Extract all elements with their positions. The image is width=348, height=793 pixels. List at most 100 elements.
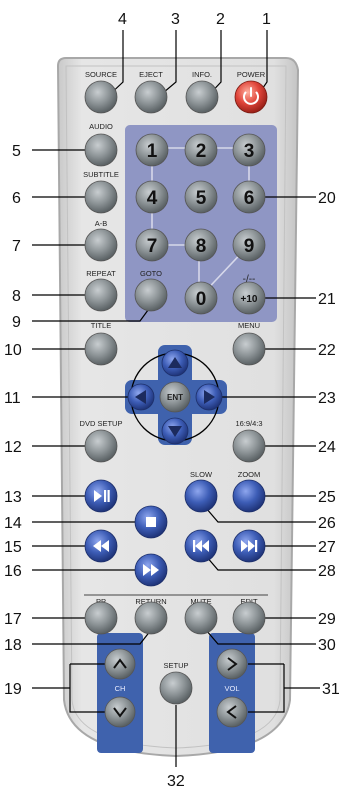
callout-11: 11	[4, 390, 21, 407]
digit-button-5[interactable]: 5	[185, 181, 217, 213]
subtitle-label: SUBTITLE	[83, 170, 119, 179]
nav-right-button[interactable]	[196, 384, 222, 410]
callout-10: 10	[4, 342, 22, 359]
callout-32: 32	[167, 773, 185, 790]
digit-button-0[interactable]: 0	[185, 282, 217, 314]
digit-button-1[interactable]: 1	[136, 134, 168, 166]
slow-label: SLOW	[190, 470, 213, 479]
slow-button[interactable]	[185, 480, 217, 512]
callout-30: 30	[318, 637, 336, 654]
digit-button-7[interactable]: 7	[136, 229, 168, 261]
callout-31: 31	[322, 681, 340, 698]
svg-text:5: 5	[196, 188, 207, 209]
callout-19: 19	[4, 681, 22, 698]
stop-button[interactable]	[135, 506, 167, 538]
aspect-label: 16:9/4:3	[235, 419, 262, 428]
callout-2: 2	[216, 11, 225, 28]
callout-6: 6	[12, 190, 21, 207]
volume-up-button[interactable]	[217, 649, 247, 679]
callout-13: 13	[4, 489, 22, 506]
eject-button[interactable]	[135, 81, 167, 113]
callout-29: 29	[318, 611, 336, 628]
zoom-button[interactable]	[233, 480, 265, 512]
goto-button[interactable]	[135, 279, 167, 311]
channel-down-button[interactable]	[105, 697, 135, 727]
aspect-button[interactable]	[233, 430, 265, 462]
rewind-button[interactable]	[85, 530, 117, 562]
dvd-setup-button[interactable]	[85, 430, 117, 462]
fast-forward-button[interactable]	[135, 554, 167, 586]
callout-24: 24	[318, 439, 336, 456]
ab-button[interactable]	[85, 229, 117, 261]
stop-icon	[146, 517, 156, 527]
repeat-button[interactable]	[85, 279, 117, 311]
title-label: TITLE	[91, 321, 111, 330]
callout-16: 16	[4, 563, 22, 580]
callout-14: 14	[4, 515, 22, 532]
callout-9: 9	[12, 314, 21, 331]
goto-label: GOTO	[140, 269, 162, 278]
info-button[interactable]	[186, 81, 218, 113]
svg-text:+10: +10	[241, 294, 258, 305]
edit-button[interactable]	[233, 602, 265, 634]
repeat-label: REPEAT	[86, 269, 116, 278]
source-button[interactable]	[85, 81, 117, 113]
dvd-setup-label: DVD SETUP	[80, 419, 123, 428]
callout-26: 26	[318, 515, 336, 532]
callout-12: 12	[4, 439, 22, 456]
setup-button[interactable]	[160, 672, 192, 704]
callout-3: 3	[171, 11, 180, 28]
svg-text:1: 1	[147, 141, 158, 162]
callout-1: 1	[262, 11, 271, 28]
callout-28: 28	[318, 563, 336, 580]
callout-22: 22	[318, 342, 336, 359]
digit-button-9[interactable]: 9	[233, 229, 265, 261]
svg-text:ENT: ENT	[167, 393, 183, 402]
enter-button[interactable]: ENT	[160, 382, 190, 412]
audio-button[interactable]	[85, 134, 117, 166]
digit-button-3[interactable]: 3	[233, 134, 265, 166]
callout-5: 5	[12, 143, 21, 160]
source-label: SOURCE	[85, 70, 117, 79]
nav-down-button[interactable]	[162, 418, 188, 444]
pp-button[interactable]	[85, 602, 117, 634]
nav-left-button[interactable]	[128, 384, 154, 410]
power-button[interactable]	[235, 81, 267, 113]
title-button[interactable]	[85, 333, 117, 365]
plus-ten-button[interactable]: +10	[233, 282, 265, 314]
vol-label: VOL	[224, 684, 239, 693]
digit-button-6[interactable]: 6	[233, 181, 265, 213]
svg-text:2: 2	[196, 141, 207, 162]
digit-button-8[interactable]: 8	[185, 229, 217, 261]
digit-button-4[interactable]: 4	[136, 181, 168, 213]
callout-20: 20	[318, 190, 336, 207]
svg-text:4: 4	[147, 188, 158, 209]
power-label: POWER	[237, 70, 266, 79]
play-pause-button[interactable]	[85, 480, 117, 512]
nav-up-button[interactable]	[162, 350, 188, 376]
digit-button-2[interactable]: 2	[185, 134, 217, 166]
svg-text:6: 6	[244, 188, 255, 209]
return-button[interactable]	[135, 602, 167, 634]
callout-8: 8	[12, 288, 21, 305]
info-label: INFO.	[192, 70, 212, 79]
eject-label: EJECT	[139, 70, 163, 79]
channel-up-button[interactable]	[105, 649, 135, 679]
callout-18: 18	[4, 637, 22, 654]
svg-text:8: 8	[196, 236, 207, 257]
callout-17: 17	[4, 611, 22, 628]
svg-text:0: 0	[196, 289, 207, 310]
previous-button[interactable]	[185, 530, 217, 562]
callout-4: 4	[118, 11, 127, 28]
ab-label: A-B	[95, 219, 108, 228]
mute-button[interactable]	[185, 602, 217, 634]
callout-7: 7	[12, 238, 21, 255]
volume-down-button[interactable]	[217, 697, 247, 727]
callout-25: 25	[318, 489, 336, 506]
next-button[interactable]	[233, 530, 265, 562]
subtitle-button[interactable]	[85, 181, 117, 213]
menu-button[interactable]	[233, 333, 265, 365]
setup-label: SETUP	[163, 661, 188, 670]
callout-27: 27	[318, 539, 336, 556]
